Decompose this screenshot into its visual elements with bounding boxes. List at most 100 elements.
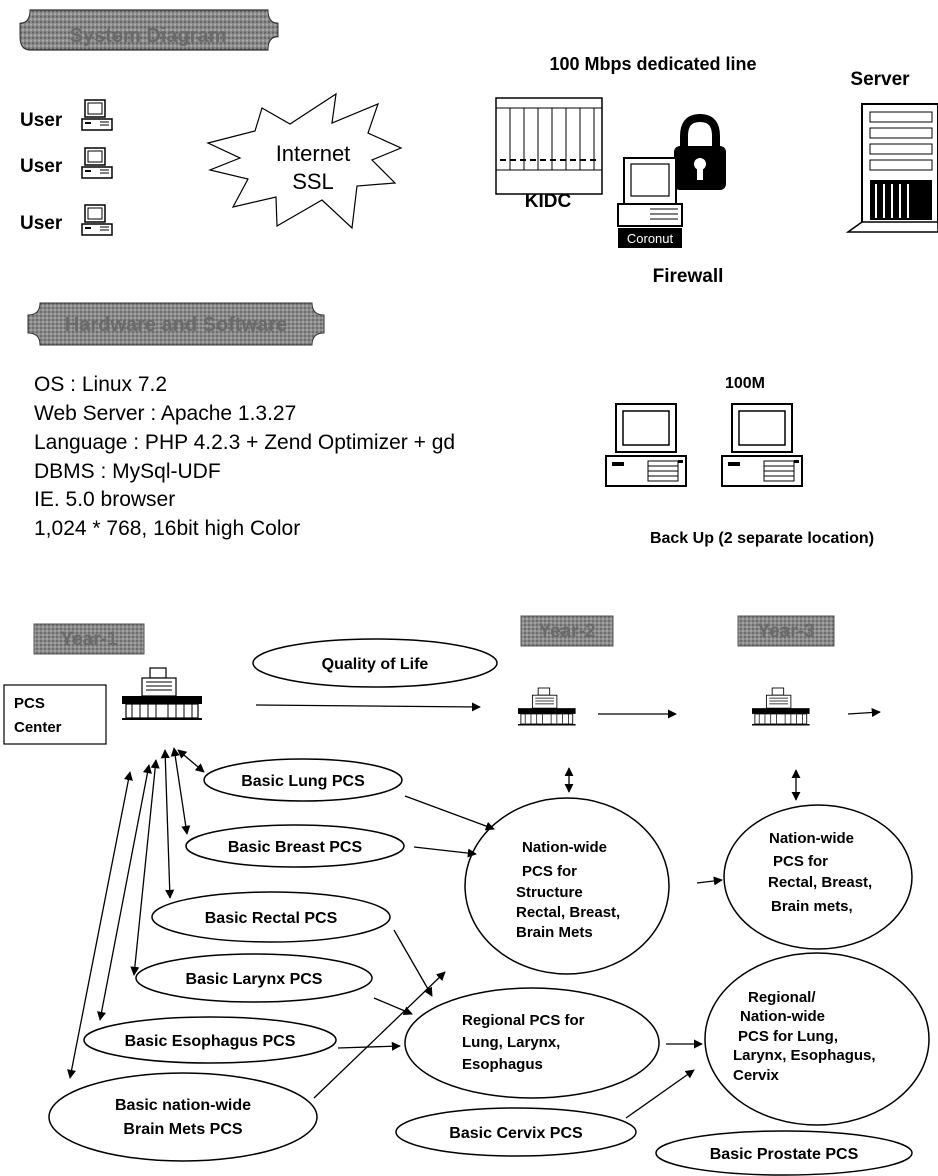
basic-rectal-pcs-ellipse: Basic Rectal PCS <box>151 891 391 943</box>
nationwide-y2-line2: PCS for <box>522 863 577 880</box>
basic-brain-line1: Basic nation-wide <box>115 1097 251 1114</box>
backup-caption: Back Up (2 separate location) <box>650 530 874 547</box>
nationwide-y2-line5: Brain Mets <box>516 924 593 941</box>
firewall-label: Firewall <box>653 266 724 287</box>
basic-breast-pcs-ellipse: Basic Breast PCS <box>185 824 405 868</box>
server-tower-icon <box>845 103 938 233</box>
regional-pcs-year2-ellipse: Regional PCS for Lung, Larynx, Esophagus <box>404 987 660 1099</box>
regional-y3-line5: Cervix <box>733 1067 780 1084</box>
regional-y2-line2: Lung, Larynx, <box>462 1034 560 1051</box>
user-label: User <box>20 110 63 131</box>
nationwide-pcs-year3-ellipse: Nation-wide PCS for Rectal, Breast, Brai… <box>723 804 913 950</box>
arrow-year3-out <box>847 707 881 718</box>
lock-icon <box>674 113 726 190</box>
pcs-center-line1: PCS <box>14 695 45 712</box>
basic-larynx-label: Basic Larynx PCS <box>186 971 323 988</box>
basic-lung-pcs-ellipse: Basic Lung PCS <box>203 758 403 802</box>
regional-y3-line3: PCS for Lung, <box>738 1028 838 1045</box>
ssl-label: SSL <box>292 169 334 194</box>
basic-brain-line2: Brain Mets PCS <box>123 1121 242 1138</box>
quality-of-life-label: Quality of Life <box>322 656 429 673</box>
spec-web-server: Web Server : Apache 1.3.27 <box>34 402 296 425</box>
computer-icon <box>81 99 113 131</box>
nationwide-y2-line1: Nation-wide <box>522 839 607 856</box>
basic-esophagus-label: Basic Esophagus PCS <box>125 1033 296 1050</box>
arrow-center-rectal <box>160 749 175 899</box>
kidc-label: KIDC <box>525 191 572 212</box>
backup-speed-label: 100M <box>725 375 765 392</box>
basic-prostate-pcs-ellipse: Basic Prostate PCS <box>655 1130 913 1176</box>
basic-brain-mets-pcs-ellipse: Basic nation-wide Brain Mets PCS <box>48 1072 318 1162</box>
year-1-label: Year-1 <box>60 629 117 650</box>
basic-cervix-pcs-ellipse: Basic Cervix PCS <box>395 1107 637 1157</box>
basic-breast-label: Basic Breast PCS <box>228 839 363 856</box>
nationwide-y3-line4: Brain mets, <box>771 898 853 915</box>
arrow-center-larynx <box>130 759 160 976</box>
spec-list: OS : Linux 7.2 Web Server : Apache 1.3.2… <box>34 373 455 540</box>
spec-language: Language : PHP 4.2.3 + Zend Optimizer + … <box>34 431 455 454</box>
pcs-center-line2: Center <box>14 719 62 736</box>
dedicated-line-label: 100 Mbps dedicated line <box>549 54 756 74</box>
regional-y2-line3: Esophagus <box>462 1056 543 1073</box>
arrow-center-lung <box>177 749 205 773</box>
arrow-center-breast <box>170 747 191 835</box>
nationwide-y3-line3: Rectal, Breast, <box>768 874 872 891</box>
hospital-building-icon <box>121 667 203 720</box>
regional-y3-line2: Nation-wide <box>740 1008 825 1025</box>
year-2-banner: Year-2 <box>520 615 614 647</box>
year-3-label: Year-3 <box>757 621 814 642</box>
user-label: User <box>20 213 63 234</box>
user-2: User <box>20 147 113 179</box>
regional-y2-line1: Regional PCS for <box>462 1012 585 1029</box>
hardware-software-banner: Hardware and Software <box>27 302 325 346</box>
kidc-rack-icon <box>495 97 603 195</box>
arrow-year1-to-year2 <box>255 702 481 712</box>
regional-nationwide-pcs-year3-ellipse: Regional/ Nation-wide PCS for Lung, Lary… <box>704 952 930 1126</box>
nationwide-y3-line2: PCS for <box>773 853 828 870</box>
nationwide-y2-line3: Structure <box>516 884 583 901</box>
spec-dbms: DBMS : MySql-UDF <box>34 460 221 483</box>
regional-y3-line1: Regional/ <box>748 989 816 1006</box>
year-2-label: Year-2 <box>538 621 595 642</box>
computer-icon <box>81 204 113 236</box>
starburst-shape <box>206 92 403 230</box>
hospital-building-icon <box>751 687 811 726</box>
backup-computer-1-icon <box>605 403 687 487</box>
arrow-brain-to-nation <box>313 971 446 1099</box>
regional-y3-line4: Larynx, Esophagus, <box>733 1047 876 1064</box>
spec-browser: IE. 5.0 browser <box>34 488 175 511</box>
user-3: User <box>20 204 113 236</box>
spec-os: OS : Linux 7.2 <box>34 373 167 396</box>
arrow-nation2-to-nation3 <box>696 876 723 886</box>
firewall-computer-icon <box>617 157 683 248</box>
firewall-brand-label: Coronut <box>627 231 674 246</box>
arrow-breast-to-nation <box>413 846 477 858</box>
internet-label: Internet <box>276 141 351 166</box>
nationwide-y3-line1: Nation-wide <box>769 830 854 847</box>
basic-cervix-label: Basic Cervix PCS <box>449 1125 583 1142</box>
arrow-center-brain <box>67 771 133 1079</box>
year-3-banner: Year-3 <box>737 615 835 647</box>
basic-lung-label: Basic Lung PCS <box>241 773 365 790</box>
nationwide-y2-line4: Rectal, Breast, <box>516 904 620 921</box>
arrow-esophagus-to-regional <box>337 1041 401 1051</box>
nationwide-pcs-year2-ellipse: Nation-wide PCS for Structure Rectal, Br… <box>464 797 670 975</box>
arrow-lung-to-nation <box>404 795 495 831</box>
flow-arrows <box>67 702 881 1119</box>
user-1: User <box>20 99 113 131</box>
basic-rectal-label: Basic Rectal PCS <box>205 910 338 927</box>
server-label: Server <box>850 69 910 90</box>
basic-larynx-pcs-ellipse: Basic Larynx PCS <box>135 953 373 1003</box>
basic-prostate-label: Basic Prostate PCS <box>710 1146 859 1163</box>
system-diagram-title: System Diagram <box>70 25 227 47</box>
arrow-cervix-to-regional3 <box>625 1069 695 1119</box>
user-label: User <box>20 156 63 177</box>
arrow-larynx-to-regional <box>373 997 413 1016</box>
backup-computer-2-icon <box>721 403 803 487</box>
hardware-software-title: Hardware and Software <box>65 314 287 336</box>
basic-esophagus-pcs-ellipse: Basic Esophagus PCS <box>83 1016 337 1064</box>
quality-of-life-ellipse: Quality of Life <box>252 638 498 688</box>
internet-ssl-burst: Internet SSL <box>206 92 403 230</box>
system-diagram-banner: System Diagram <box>19 9 279 51</box>
year-1-banner: Year-1 <box>33 623 145 655</box>
